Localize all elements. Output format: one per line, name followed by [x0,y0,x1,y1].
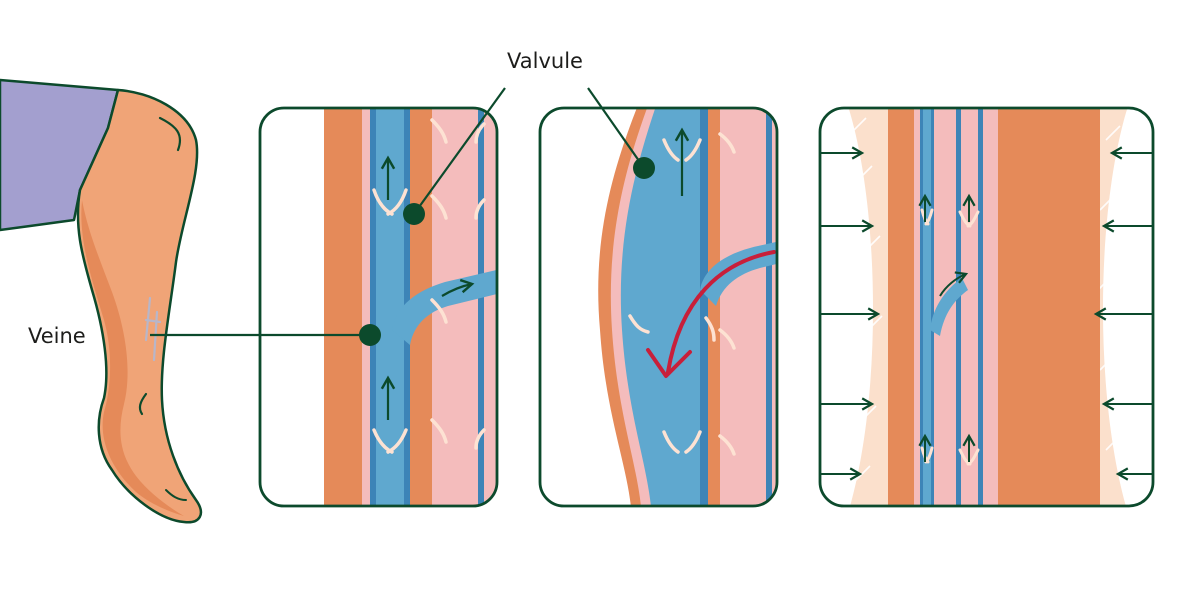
branch-vein-reflux [700,240,777,306]
valve-dot-1 [403,203,425,225]
reflux-arrow [666,250,776,374]
calf-line [138,392,148,416]
panel-frame [258,106,499,508]
branch-vein-compressed [930,278,968,336]
panel-compression [818,106,1155,508]
panel-frame [538,106,779,508]
leg-illustration [0,78,203,524]
valve-label: Valvule [507,49,583,73]
panel-frame [818,106,1155,508]
callout-valve: Valvule [403,49,655,225]
leg-shadow [81,200,184,516]
flow-arrows [380,155,475,420]
valve-dot-2 [633,157,655,179]
leg-skin [76,88,203,524]
branch-vein [392,268,497,345]
compression-arrows [820,146,1153,481]
callout-vein: Veine [28,324,381,348]
knee-line [158,116,182,152]
valves-reflux [628,132,736,456]
vein-dot [359,324,381,346]
valves [372,118,486,454]
ankle-line [165,489,187,501]
vein-label: Veine [28,324,86,348]
panel-normal [258,106,499,508]
panel-reflux [538,106,779,508]
